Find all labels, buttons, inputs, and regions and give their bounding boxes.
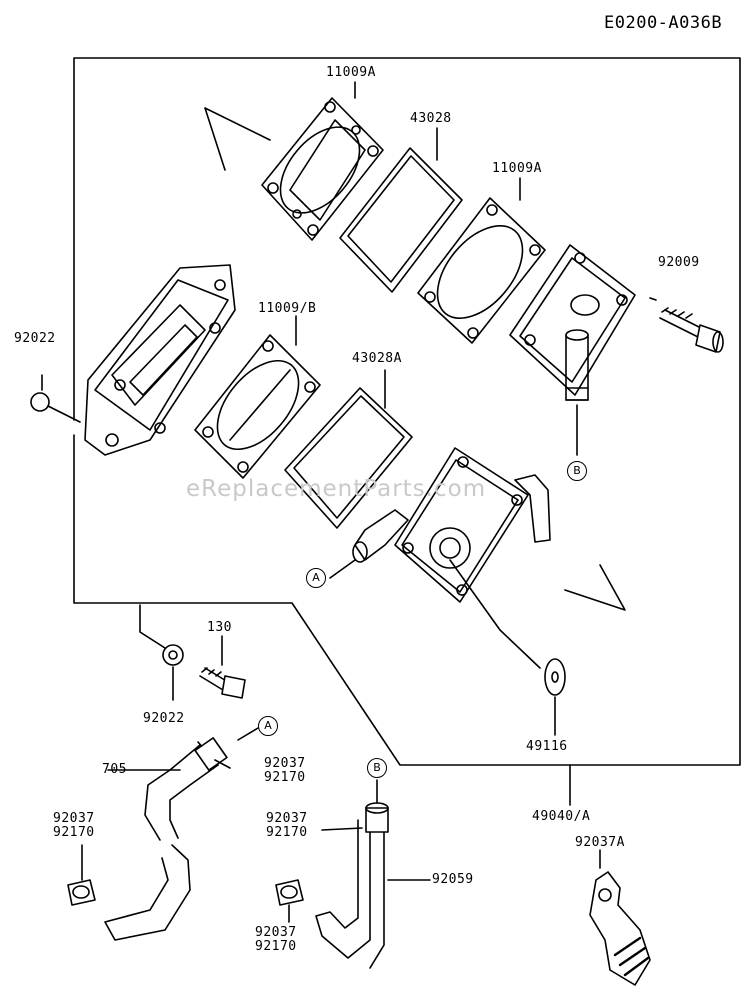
- bracket-92037A: [589, 871, 651, 986]
- leader-92022-left: [41, 374, 81, 423]
- washer-49116: [544, 658, 566, 696]
- leader-92037-a: [214, 759, 231, 769]
- arrow-mark-top: [204, 107, 271, 171]
- part-label: 11009/B: [258, 301, 317, 316]
- hose-705: [104, 727, 259, 941]
- watermark: eReplacementParts.com: [186, 476, 487, 502]
- part-label: 92037: [266, 811, 308, 826]
- arrow-mark-bottom: [564, 564, 626, 611]
- leader-92037-b: [321, 827, 363, 831]
- part-label: 43028A: [352, 351, 402, 366]
- diagram-code: E0200-A036B: [604, 13, 723, 33]
- diaphragm-43028: [339, 147, 463, 293]
- leader-49116: [449, 559, 556, 736]
- part-label: 92170: [266, 825, 308, 840]
- leader-A-top: [329, 559, 356, 579]
- part-label: 92170: [264, 770, 306, 785]
- callout-b: B: [367, 758, 387, 778]
- part-label: 92170: [255, 939, 297, 954]
- assembly-boundary: [73, 57, 741, 766]
- part-label: 92022: [143, 711, 185, 726]
- part-label: 11009A: [492, 161, 542, 176]
- part-label: 92037: [264, 756, 306, 771]
- gasket-11009A-top: [261, 97, 384, 241]
- callout-a: A: [306, 568, 326, 588]
- callout-a: A: [258, 716, 278, 736]
- screw-92009: [659, 307, 724, 353]
- washer-92022-bottom: [162, 644, 184, 666]
- part-label: 92037: [255, 925, 297, 940]
- part-label: 92022: [14, 331, 56, 346]
- washer-92022-left: [30, 392, 50, 412]
- part-label: 705: [102, 762, 127, 777]
- part-label: 92037A: [575, 835, 625, 850]
- part-label: 92009: [658, 255, 700, 270]
- part-label: 49040/A: [532, 809, 591, 824]
- gasket-11009A-right: [417, 197, 546, 344]
- part-label: 92059: [432, 872, 474, 887]
- clamp-left: [67, 879, 96, 906]
- leader-92009: [649, 297, 657, 301]
- part-label: 92037: [53, 811, 95, 826]
- pump-cover-top: [509, 244, 636, 401]
- gasket-11009B: [194, 334, 321, 479]
- bolt-130: [199, 667, 246, 699]
- part-label: 130: [207, 620, 232, 635]
- callout-b: B: [567, 461, 587, 481]
- pump-body-lower: [352, 447, 551, 603]
- part-label: 11009A: [326, 65, 376, 80]
- part-label: 92170: [53, 825, 95, 840]
- part-label: 43028: [410, 111, 452, 126]
- pump-flange-left: [84, 264, 236, 456]
- part-label: 49116: [526, 739, 568, 754]
- leader-92022-bottom: [139, 604, 174, 701]
- hose-92059: [315, 779, 431, 969]
- clamp-bottom: [275, 879, 304, 906]
- diaphragm-43028A: [284, 387, 413, 529]
